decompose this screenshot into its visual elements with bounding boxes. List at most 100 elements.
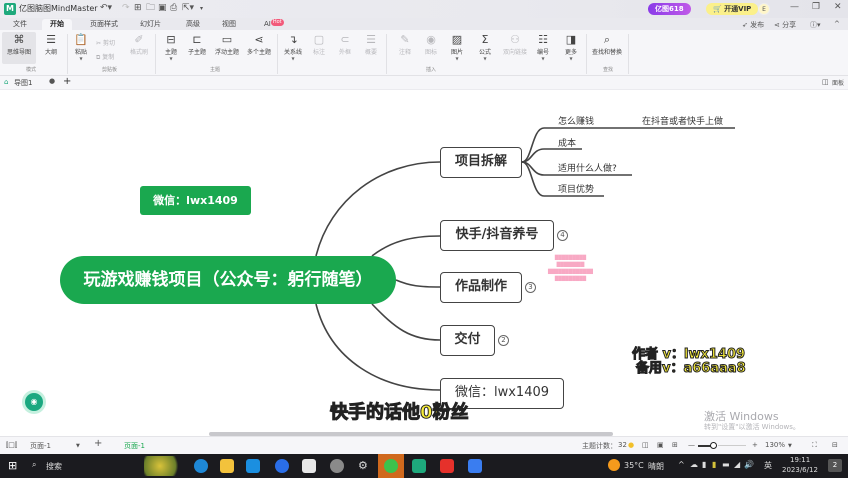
print-icon[interactable]: ⎙ — [170, 3, 178, 13]
user-avatar[interactable]: E — [758, 3, 770, 15]
floating-topic-wechat[interactable]: 微信：lwx1409 — [140, 186, 251, 215]
mindmap-mode-button[interactable]: ⌘ 思维导图 — [2, 32, 36, 64]
open-folder-icon[interactable]: 🗀 — [146, 3, 156, 13]
page-tab-active[interactable]: 页面-1 — [124, 442, 145, 450]
branch-content-production[interactable]: 作品制作 — [440, 272, 522, 303]
restore-button[interactable]: ❐ — [812, 2, 821, 12]
mindmap-canvas[interactable]: 微信：lwx1409 玩游戏赚钱项目（公众号：躬行随笔） 项目拆解 怎么赚钱 在… — [0, 90, 848, 436]
volume-icon[interactable]: 🔊 — [744, 460, 754, 469]
settings-gear-icon[interactable]: ⚙ — [358, 459, 368, 472]
doc-tab-mindmap1[interactable]: 导图1 — [14, 79, 33, 87]
tab-file[interactable]: 文件 — [13, 20, 27, 28]
copy-button[interactable]: ⧉ 复制 — [96, 52, 114, 62]
zoom-in-button[interactable]: + — [752, 441, 758, 449]
file-explorer-icon[interactable] — [220, 459, 234, 473]
tab-home[interactable]: 开始 — [42, 19, 72, 30]
fit-width-icon[interactable]: ◫ — [642, 441, 649, 449]
paste-button[interactable]: 📋 粘贴 ▼ — [66, 32, 96, 64]
notification-center-button[interactable]: 2 — [828, 459, 842, 472]
save-icon[interactable]: ▣ — [158, 3, 167, 13]
bidirectional-link-button[interactable]: ⚇ 双向链接 — [498, 32, 532, 64]
zoom-slider-handle[interactable] — [710, 442, 717, 449]
weather-sun-icon[interactable] — [608, 459, 620, 471]
help-button[interactable]: ⓘ▾ — [810, 21, 821, 29]
branch-wechat[interactable]: 微信：lwx1409 — [440, 378, 564, 409]
fit-page-icon[interactable]: ▣ — [657, 441, 664, 449]
taskbar-search-label[interactable]: 搜索 — [46, 462, 62, 471]
boundary-button[interactable]: ⊂ 外框 — [330, 32, 360, 64]
subtopic-douyin-kuaishou[interactable]: 在抖音或者快手上做 — [642, 117, 724, 127]
ai-assistant-button[interactable]: ◉ — [25, 393, 43, 411]
store-icon[interactable] — [302, 459, 316, 473]
chevron-down-icon[interactable]: ▼ — [76, 443, 80, 449]
cloud-icon[interactable]: ☁ — [690, 460, 698, 469]
redo-icon[interactable]: ↷ — [122, 3, 130, 13]
microphone-icon[interactable]: ▮ — [702, 460, 707, 469]
kugou-music-icon[interactable] — [275, 459, 289, 473]
subtopic-button[interactable]: ⊏ 子主题 — [182, 32, 212, 64]
multiple-topics-button[interactable]: ⋖ 多个主题 — [244, 32, 274, 64]
collapse-ribbon-button[interactable]: ^ — [834, 20, 840, 28]
wps-icon[interactable] — [440, 459, 454, 473]
collapse-panel-icon[interactable]: ⊟ — [832, 441, 838, 449]
weather-temperature[interactable]: 35°C — [624, 461, 644, 470]
numbering-button[interactable]: ☷ 编号 ▼ — [528, 32, 558, 64]
mail-icon[interactable] — [246, 459, 260, 473]
panel-button[interactable]: 面板 — [832, 80, 845, 87]
blue-app-icon[interactable] — [468, 459, 482, 473]
subtopic-who-suitable[interactable]: 适用什么人做? — [558, 164, 617, 174]
branch-count-badge[interactable]: 4 — [557, 230, 568, 241]
topic-button[interactable]: ⊟ 主题 ▼ — [156, 32, 186, 64]
subtopic-cost[interactable]: 成本 — [558, 139, 577, 149]
branch-delivery[interactable]: 交付 — [440, 325, 495, 356]
ime-indicator[interactable]: 英 — [764, 461, 772, 470]
picture-button[interactable]: ▨ 图片 ▼ — [442, 32, 472, 64]
branch-account-nurturing[interactable]: 快手/抖音养号 — [440, 220, 554, 251]
fit-all-icon[interactable]: ⊞ — [672, 441, 678, 449]
page-selector[interactable]: 页面-1 — [30, 442, 51, 450]
summary-button[interactable]: ☰ 概要 — [356, 32, 386, 64]
tab-page-style[interactable]: 页面样式 — [90, 20, 118, 28]
close-button[interactable]: ✕ — [834, 2, 842, 12]
minimize-button[interactable]: — — [790, 2, 799, 12]
new-file-icon[interactable]: ⊞ — [134, 3, 142, 13]
icon-button[interactable]: ◉ 图标 — [416, 32, 446, 64]
subtopic-advantages[interactable]: 项目优势 — [558, 185, 595, 195]
page-list-icon[interactable]: ⫿□⫿ — [6, 441, 18, 449]
more-quick-access-icon[interactable]: ▾ — [200, 5, 204, 12]
mindmaster-taskbar-icon[interactable] — [412, 459, 426, 473]
branch-count-badge[interactable]: 3 — [525, 282, 536, 293]
outline-mode-button[interactable]: ☰ 大纲 — [36, 32, 66, 64]
edge-browser-icon[interactable] — [194, 459, 208, 473]
wechat-icon[interactable] — [384, 459, 398, 473]
wifi-icon[interactable]: ◢ — [734, 460, 741, 469]
bird-app-icon[interactable] — [330, 459, 344, 473]
undo-icon[interactable]: ↶▾ — [100, 3, 113, 13]
tray-expand-icon[interactable]: ^ — [678, 460, 685, 469]
search-icon[interactable]: ⌕ — [32, 460, 37, 469]
promo-618-button[interactable]: 亿图618 — [648, 3, 691, 15]
add-page-button[interactable]: + — [94, 438, 103, 449]
subtopic-how-to-earn[interactable]: 怎么赚钱 — [558, 117, 595, 127]
publish-button[interactable]: ➶ 发布 — [742, 20, 764, 30]
tab-view[interactable]: 视图 — [222, 20, 236, 28]
zoom-out-button[interactable]: — — [688, 441, 695, 449]
branch-project-breakdown[interactable]: 项目拆解 — [440, 147, 522, 178]
zoom-slider-track[interactable] — [698, 445, 714, 447]
weather-description[interactable]: 晴朗 — [648, 462, 664, 471]
open-vip-button[interactable]: 🛒 开通VIP — [706, 3, 759, 15]
horizontal-scrollbar[interactable] — [209, 432, 613, 436]
floating-topic-button[interactable]: ▭ 浮动主题 — [212, 32, 242, 64]
fullscreen-icon[interactable]: ⛶ — [812, 441, 817, 449]
clock-date[interactable]: 2023/6/12 — [782, 466, 818, 474]
chevron-down-icon[interactable]: ▼ — [788, 443, 792, 449]
export-icon[interactable]: ⇱▾ — [182, 3, 195, 13]
windows-start-icon[interactable]: ⊞ — [8, 459, 18, 472]
find-replace-button[interactable]: ⌕ 查找和替换 — [590, 32, 624, 64]
tray-app-icon[interactable]: ▮ — [712, 460, 717, 469]
callout-button[interactable]: ▢ 标注 — [304, 32, 334, 64]
formula-button[interactable]: Σ 公式 ▼ — [470, 32, 500, 64]
note-button[interactable]: ✎ 注释 — [390, 32, 420, 64]
panel-icon[interactable]: ◫ — [822, 78, 829, 86]
